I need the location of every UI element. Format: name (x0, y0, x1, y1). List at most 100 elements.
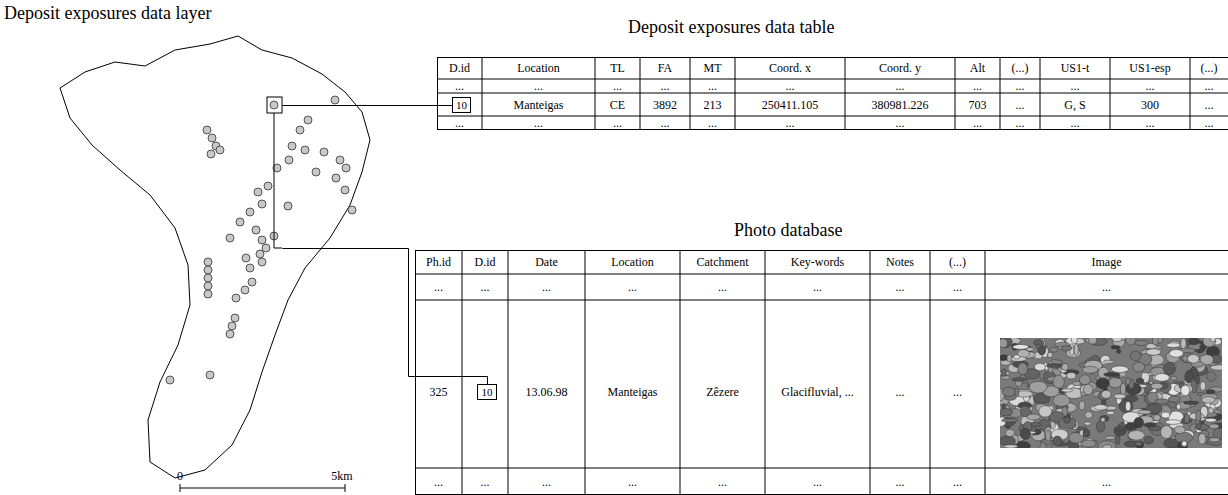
exposure-point (226, 234, 234, 242)
gravel-stone (1152, 338, 1158, 345)
gravel-stone (1045, 430, 1050, 442)
exposure-point (262, 244, 270, 252)
gravel-stone (1166, 343, 1180, 348)
table-cell: ... (534, 117, 543, 129)
table-cell: ... (1016, 117, 1025, 129)
table-cell: ... (1016, 80, 1025, 92)
gravel-stone (1209, 424, 1219, 429)
scale-label: 0 (177, 470, 183, 482)
gravel-stone (1109, 377, 1122, 388)
table-cell: ... (973, 80, 982, 92)
table-cell: ... (613, 117, 622, 129)
exposure-point (248, 278, 256, 286)
gravel-stone (1133, 362, 1145, 372)
table-cell: ... (896, 476, 905, 488)
gravel-stone (1126, 338, 1136, 345)
table-cell: ... (896, 281, 905, 293)
table-cell: ... (434, 476, 443, 488)
table-cell: ... (1102, 281, 1111, 293)
gravel-stone (1004, 445, 1018, 448)
gravel-stone (1084, 422, 1091, 425)
gravel-stone (1115, 435, 1120, 445)
grid-line (415, 274, 1228, 275)
table-cell: ... (1205, 99, 1214, 111)
table-cell: ... (1016, 99, 1025, 111)
exposure-point (258, 200, 266, 208)
exposure-point (331, 96, 339, 104)
gravel-stone (1012, 378, 1027, 382)
gravel-stone (1161, 426, 1173, 439)
column-header: Catchment (697, 256, 749, 268)
gravel-stone (1018, 363, 1028, 375)
column-header: D.id (475, 256, 496, 268)
exposure-point (203, 126, 211, 134)
exposure-point (312, 168, 320, 176)
gravel-stone (1136, 378, 1144, 383)
column-header: D.id (449, 62, 470, 74)
gravel-stone (1198, 433, 1206, 444)
column-header: Key-words (791, 256, 844, 268)
column-header: (...) (1201, 62, 1218, 74)
column-header: MT (704, 62, 722, 74)
table-cell: 380981.226 (872, 99, 929, 111)
exposure-point (204, 290, 212, 298)
column-header: TL (610, 62, 625, 74)
exposure-point (256, 250, 264, 258)
gravel-stone (1136, 442, 1143, 447)
table-cell: ... (1146, 80, 1155, 92)
gravel-stone (1205, 418, 1217, 422)
gravel-stone (1005, 429, 1014, 436)
gravel-stone (1184, 414, 1189, 423)
table-cell: ... (481, 476, 490, 488)
gravel-stone (1125, 378, 1130, 385)
exposure-point (342, 164, 350, 172)
column-header: (...) (1012, 62, 1029, 74)
exposure-point (236, 218, 244, 226)
gravel-stone (1050, 348, 1059, 353)
gravel-stone (1061, 363, 1068, 370)
table-cell: Manteigas (608, 386, 658, 398)
column-header: Coord. y (879, 62, 921, 74)
exposure-point (232, 294, 240, 302)
exposure-point (304, 116, 312, 124)
table-cell: ... (1205, 80, 1214, 92)
gravel-stone (1067, 372, 1076, 379)
exposure-point (242, 254, 250, 262)
table-cell: ... (628, 476, 637, 488)
exposure-point (348, 206, 356, 214)
gravel-stone (1053, 436, 1062, 446)
gravel-stone (1074, 344, 1078, 356)
grid-line (508, 250, 509, 494)
column-header: Image (1092, 256, 1122, 268)
gravel-stone (1177, 404, 1181, 409)
gravel-stone (1187, 354, 1199, 363)
gravel-stone (1130, 351, 1141, 361)
gravel-stone (1210, 365, 1222, 370)
table-cell: Zêzere (706, 386, 739, 398)
gravel-stone (1000, 436, 1015, 446)
gravel-stone (1163, 362, 1175, 375)
gravel-stone (1165, 420, 1181, 425)
gravel-stone (1061, 389, 1073, 392)
gravel-stone (1107, 411, 1114, 415)
grid-line (462, 250, 463, 494)
exposure-point (320, 148, 328, 156)
id-cell-box: 10 (477, 384, 497, 400)
cell-id: 10 (456, 100, 467, 111)
gravel-stone (1121, 383, 1126, 395)
grid-line (765, 250, 766, 494)
exposure-point (204, 266, 212, 274)
gravel-stone (1020, 428, 1030, 439)
table-cell: 3892 (653, 99, 677, 111)
gravel-stone (1209, 438, 1220, 442)
column-header: Location (517, 62, 560, 74)
gravel-stone (1014, 355, 1020, 359)
photo-background (1000, 338, 1222, 448)
table-cell: ... (1102, 476, 1111, 488)
selection-square (267, 97, 282, 113)
exposure-point (228, 322, 236, 330)
column-header: (...) (949, 256, 966, 268)
scale-line (180, 488, 345, 489)
table-cell: ... (953, 281, 962, 293)
exposure-point (206, 371, 214, 379)
